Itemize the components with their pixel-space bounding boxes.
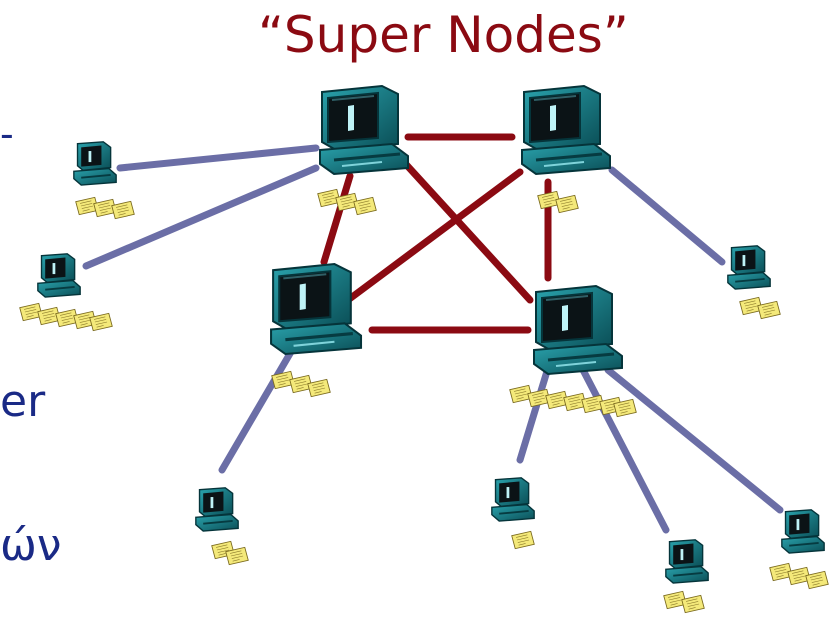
diagram-title: “Super Nodes” [258,6,629,64]
leaf-link [608,166,726,266]
super-node-mid-right [509,284,637,418]
leaf-links [82,144,784,534]
slide-text-fragment: er [0,376,46,427]
leaf-link [218,341,299,474]
leaf-link [82,164,320,270]
super-link [398,156,534,304]
super-links [320,133,552,334]
leaf-link [116,144,320,172]
leaf-node-7 [769,508,829,590]
super-link [344,168,524,304]
leaf-node-4 [726,244,781,320]
leaf-link [516,364,552,464]
super-link [320,172,354,266]
leaf-node-1 [72,140,135,220]
leaf-link [578,364,670,534]
leaf-node-3 [194,486,249,566]
leaf-node-5 [490,476,536,550]
leaf-node-6 [663,538,710,614]
slide-text-fragment: - [0,112,14,156]
leaf-link [604,366,784,514]
super-node-top-left [317,84,410,216]
super-node-mid-left [269,262,363,398]
leaf-node-2 [19,252,113,332]
super-node-top-right [520,84,612,214]
slide-text-fragment: ών [0,520,62,571]
